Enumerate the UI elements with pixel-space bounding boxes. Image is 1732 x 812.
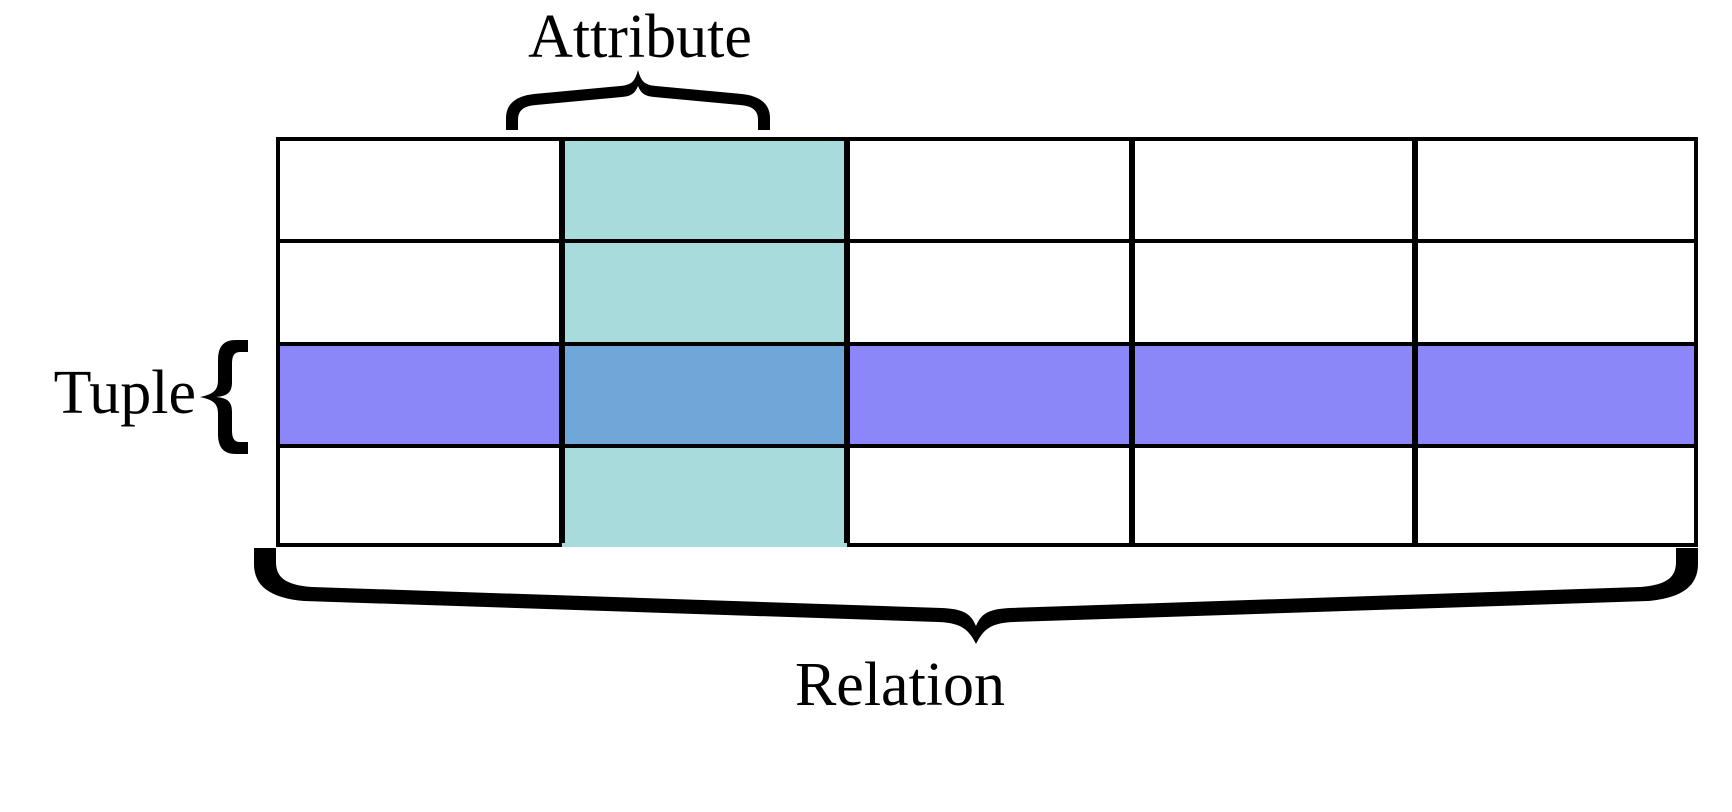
- column-divider-3: [1129, 141, 1135, 543]
- column-divider-2: [844, 141, 850, 543]
- column-divider-1: [559, 141, 565, 543]
- relation-brace-icon: [248, 548, 1704, 648]
- tuple-label: Tuple: [53, 359, 196, 427]
- tuple-brace-icon: [196, 336, 252, 458]
- attribute-brace-icon: [502, 66, 774, 132]
- relation-label: Relation: [794, 651, 1006, 719]
- row-divider-1: [280, 239, 1694, 243]
- row-divider-3: [280, 444, 1694, 448]
- tuple-row-highlight: [280, 342, 1694, 445]
- row-divider-2: [280, 342, 1694, 346]
- column-divider-4: [1412, 141, 1418, 543]
- intersection-cell-highlight: [562, 342, 847, 445]
- attribute-label: Attribute: [528, 3, 752, 71]
- table-grid: [280, 141, 1694, 543]
- relation-table: [276, 137, 1698, 547]
